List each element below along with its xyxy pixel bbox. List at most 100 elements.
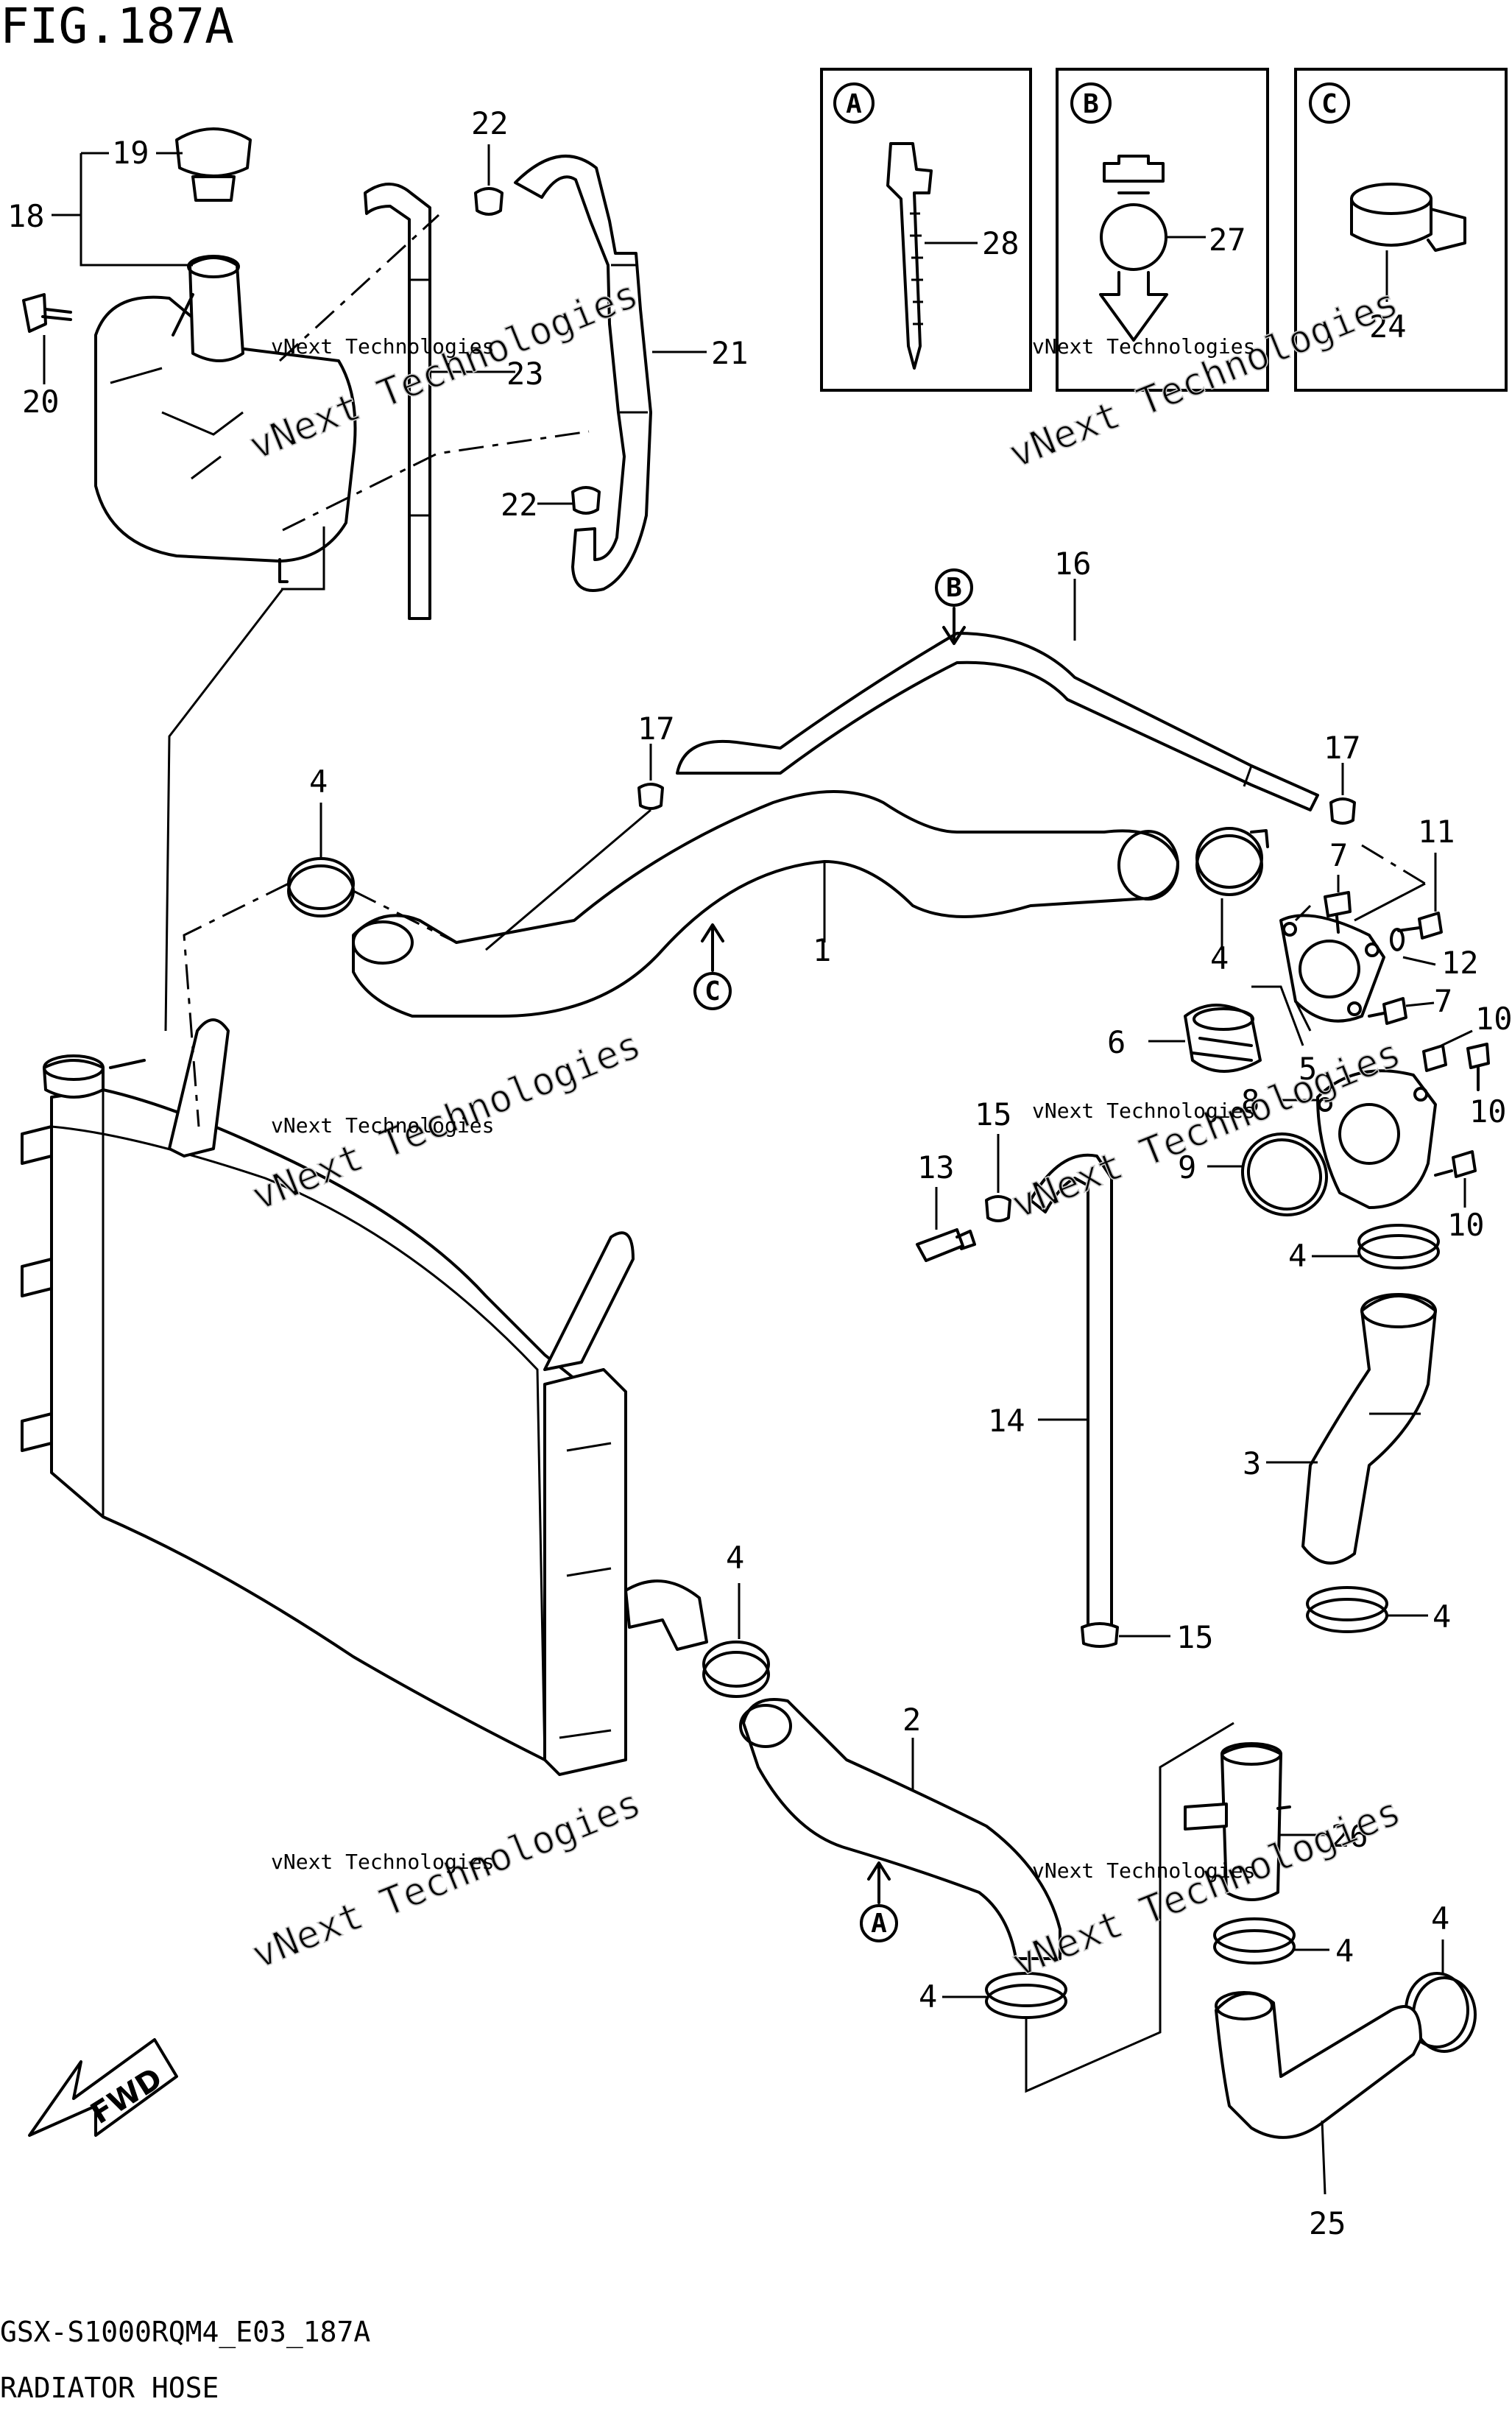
overflow-hose-21 bbox=[514, 155, 652, 592]
bolt-11 bbox=[1397, 912, 1443, 940]
clamp-4-hose3-lower bbox=[1306, 1586, 1388, 1633]
clamp-4-middle-right bbox=[1357, 1224, 1440, 1269]
hose-clamp-24-icon bbox=[1350, 183, 1466, 252]
svg-text:B: B bbox=[1083, 89, 1099, 119]
figure-code: GSX-S1000RQM4_E03_187A bbox=[0, 2316, 370, 2349]
inset-b: B 27 bbox=[1056, 68, 1269, 392]
clamp-15-lower bbox=[1081, 1622, 1119, 1648]
thermostat-cover-5 bbox=[1279, 914, 1385, 1023]
flow-marker-c: C bbox=[693, 972, 732, 1010]
part-label-11: 11 bbox=[1418, 814, 1455, 850]
reservoir-tank bbox=[94, 255, 357, 583]
washer-12 bbox=[1390, 928, 1405, 951]
part-label-10-b: 10 bbox=[1469, 1093, 1507, 1130]
svg-text:vNext Technologies: vNext Technologies bbox=[246, 1781, 647, 1978]
part-label-28: 28 bbox=[982, 225, 1020, 261]
bolt-10-a bbox=[1422, 1044, 1447, 1072]
watermark-label: vNext Technologies bbox=[271, 334, 494, 359]
bolt-7-upper bbox=[1324, 891, 1352, 934]
part-label-4-far-right: 4 bbox=[1431, 1900, 1449, 1937]
part-label-7-lower: 7 bbox=[1434, 983, 1452, 1019]
inset-b-badge: B bbox=[1070, 82, 1112, 124]
part-label-22-lower: 22 bbox=[501, 487, 538, 523]
reservoir-cap bbox=[175, 127, 252, 202]
svg-text:C: C bbox=[704, 976, 721, 1007]
part-label-10-a: 10 bbox=[1475, 1001, 1512, 1037]
cable-tie-icon bbox=[886, 142, 933, 370]
part-label-16: 16 bbox=[1054, 546, 1092, 582]
water-joint-26 bbox=[1184, 1742, 1291, 1901]
svg-text:A: A bbox=[871, 1909, 887, 1939]
part-label-20: 20 bbox=[22, 384, 60, 420]
part-label-23: 23 bbox=[506, 356, 544, 392]
part-label-4-radiator-lower: 4 bbox=[726, 1540, 744, 1576]
bolt-7-lower bbox=[1368, 997, 1407, 1025]
inset-a: A 28 bbox=[820, 68, 1032, 392]
svg-text:B: B bbox=[946, 573, 962, 603]
breather-hose-23 bbox=[364, 183, 431, 620]
inset-c-badge: C bbox=[1309, 82, 1350, 124]
figure-name: RADIATOR HOSE bbox=[0, 2372, 219, 2404]
part-label-17-left: 17 bbox=[637, 711, 675, 747]
part-label-14: 14 bbox=[988, 1403, 1025, 1439]
part-label-2: 2 bbox=[902, 1702, 921, 1738]
part-label-12: 12 bbox=[1441, 945, 1479, 981]
part-label-26: 26 bbox=[1331, 1818, 1368, 1854]
clamp-17-left bbox=[637, 783, 664, 810]
part-label-24: 24 bbox=[1369, 309, 1407, 345]
clamp-15-upper bbox=[985, 1195, 1011, 1222]
part-label-6: 6 bbox=[1107, 1024, 1126, 1060]
clamp-4-upper-left bbox=[287, 857, 355, 917]
watermark-label: vNext Technologies bbox=[1032, 1099, 1255, 1123]
thermostat-case-8 bbox=[1316, 1069, 1437, 1209]
part-label-22-upper: 22 bbox=[471, 105, 509, 141]
part-label-4-hose3-lower: 4 bbox=[1432, 1599, 1451, 1635]
svg-text:C: C bbox=[1321, 89, 1338, 119]
radiator bbox=[21, 1018, 708, 1776]
clamp-17-right bbox=[1329, 797, 1356, 825]
tank-bolt bbox=[22, 293, 72, 333]
part-label-10-c: 10 bbox=[1447, 1207, 1485, 1243]
part-label-21: 21 bbox=[711, 335, 749, 371]
part-label-19: 19 bbox=[112, 135, 149, 171]
watermark-label: vNext Technologies bbox=[271, 1113, 494, 1138]
inset-a-badge: A bbox=[833, 82, 875, 124]
part-label-9: 9 bbox=[1178, 1149, 1196, 1185]
part-label-4-upper-left: 4 bbox=[309, 764, 328, 800]
watermark-label: vNext Technologies bbox=[1032, 1858, 1255, 1883]
part-label-8: 8 bbox=[1241, 1083, 1260, 1119]
lower-radiator-hose-2 bbox=[739, 1698, 1061, 1960]
figure-title: FIG.187A bbox=[0, 0, 234, 54]
part-label-18: 18 bbox=[7, 198, 45, 234]
clamp-4-joint bbox=[1213, 1917, 1296, 1965]
clamp-4-radiator-lower bbox=[702, 1641, 770, 1698]
hose-14 bbox=[1029, 1153, 1113, 1643]
flow-marker-a: A bbox=[860, 1904, 898, 1942]
part-label-5: 5 bbox=[1299, 1051, 1317, 1087]
watermark-label: vNext Technologies bbox=[1032, 334, 1255, 359]
part-label-7-upper: 7 bbox=[1329, 837, 1348, 873]
bolt-13 bbox=[916, 1228, 976, 1262]
hose-3 bbox=[1301, 1293, 1437, 1565]
upper-radiator-hose-1 bbox=[352, 790, 1179, 1018]
inset-c: C 24 bbox=[1294, 68, 1508, 392]
watermark-label: vNext Technologies bbox=[271, 1850, 494, 1874]
part-label-1: 1 bbox=[813, 932, 831, 968]
part-label-4-middle-right: 4 bbox=[1288, 1238, 1307, 1274]
flow-marker-b: B bbox=[935, 568, 973, 607]
part-label-25: 25 bbox=[1309, 2205, 1346, 2241]
watermark-bottom-left: vNext Technologies bbox=[245, 1780, 648, 1978]
thermostat-6 bbox=[1184, 1004, 1262, 1073]
part-label-17-right: 17 bbox=[1324, 730, 1361, 766]
clamp-4-upper-right bbox=[1195, 827, 1269, 896]
o-ring-9 bbox=[1240, 1132, 1329, 1217]
part-label-27: 27 bbox=[1209, 222, 1246, 258]
part-label-15-lower: 15 bbox=[1176, 1619, 1214, 1655]
part-label-3: 3 bbox=[1243, 1445, 1261, 1481]
part-label-15-upper: 15 bbox=[975, 1096, 1012, 1132]
part-label-4-upper-right: 4 bbox=[1210, 940, 1229, 976]
part-label-13: 13 bbox=[917, 1149, 955, 1185]
hose-25 bbox=[1215, 1991, 1422, 2139]
clamp-22-lower bbox=[571, 486, 601, 515]
